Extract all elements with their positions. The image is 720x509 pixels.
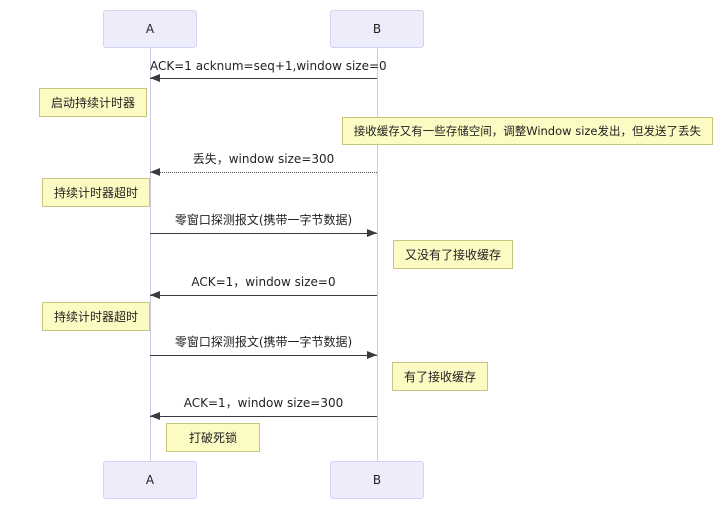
note-persist-timer-timeout-1: 持续计时器超时 — [42, 178, 151, 207]
msg-ack-window-300-label: ACK=1，window size=300 — [183, 396, 344, 410]
note-start-persist-timer: 启动持续计时器 — [39, 88, 148, 117]
actor-b-bottom: B — [330, 461, 424, 499]
arrow-line — [150, 295, 377, 296]
arrowhead-left-icon — [150, 412, 160, 420]
note-break-deadlock: 打破死锁 — [166, 423, 261, 452]
arrow-line — [150, 416, 377, 417]
arrowhead-right-icon — [367, 229, 377, 237]
msg-zero-window-probe-2-label: 零窗口探测报文(携带一字节数据) — [174, 335, 353, 349]
actor-b-label: B — [372, 22, 382, 36]
arrow-line — [150, 355, 377, 356]
msg-ack-window-0-label: ACK=1，window size=0 — [191, 275, 336, 289]
lifeline-a — [150, 48, 151, 461]
arrowhead-left-icon — [150, 291, 160, 299]
arrow-line — [150, 233, 377, 234]
actor-a-label: A — [145, 22, 155, 36]
arrow-line-dotted — [150, 172, 377, 173]
lifeline-b — [377, 48, 378, 461]
actor-a-bottom-label: A — [145, 473, 155, 487]
actor-b-bottom-label: B — [372, 473, 382, 487]
msg-lost-window-300-label: 丢失，window size=300 — [192, 152, 335, 166]
msg-ack-zero-window-label: ACK=1 acknum=seq+1,window size=0 — [150, 59, 387, 73]
note-recv-buffer-available: 有了接收缓存 — [392, 362, 489, 391]
arrowhead-left-icon — [150, 168, 160, 176]
note-no-recv-buffer: 又没有了接收缓存 — [393, 240, 514, 269]
actor-b-top: B — [330, 10, 424, 48]
arrowhead-left-icon — [150, 74, 160, 82]
note-recv-buffer-adjust-lost: 接收缓存又有一些存储空间，调整Window size发出，但发送了丢失 — [341, 117, 713, 145]
arrowhead-right-icon — [367, 351, 377, 359]
actor-a-top: A — [103, 10, 197, 48]
arrow-line — [150, 78, 377, 79]
note-persist-timer-timeout-2: 持续计时器超时 — [42, 302, 151, 331]
actor-a-bottom: A — [103, 461, 197, 499]
msg-zero-window-probe-1-label: 零窗口探测报文(携带一字节数据) — [174, 213, 353, 227]
